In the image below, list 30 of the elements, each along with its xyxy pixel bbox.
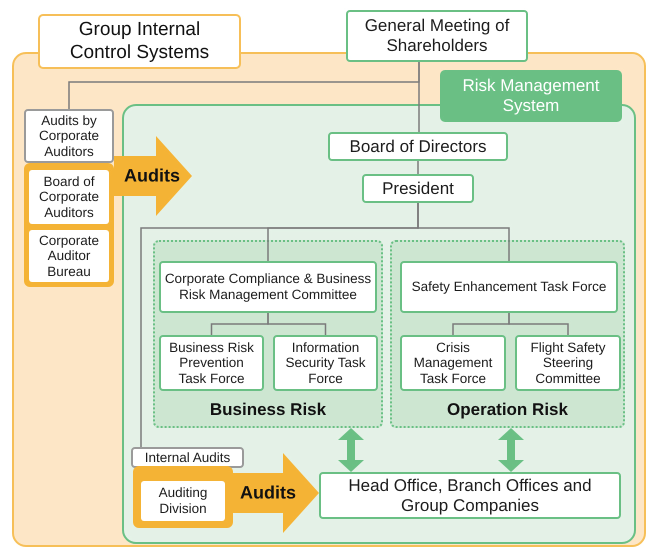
risk-group-panel <box>153 240 383 428</box>
org-box: Internal Audits <box>131 447 244 468</box>
connector-line <box>140 203 419 447</box>
auditor-panel <box>24 163 114 287</box>
org-box: Board of Directors <box>328 132 508 161</box>
org-box: General Meeting of Shareholders <box>346 10 528 62</box>
org-box: Head Office, Branch Offices and Group Companies <box>319 472 621 519</box>
block-arrow <box>338 428 364 472</box>
group-label: Business Risk <box>208 400 328 420</box>
org-box: Audits by Corporate Auditors <box>24 109 114 163</box>
connector-line <box>418 62 420 132</box>
org-box: Flight Safety Steering Committee <box>515 335 621 391</box>
org-box: Board of Corporate Auditors <box>29 170 109 224</box>
org-box: Crisis Management Task Force <box>400 335 506 391</box>
connector-line <box>417 161 419 174</box>
group-label: Operation Risk <box>446 400 569 420</box>
org-box: Information Security Task Force <box>273 335 378 391</box>
risk-group-panel <box>390 240 625 428</box>
org-box: Corporate Auditor Bureau <box>29 230 109 282</box>
org-box: Auditing Division <box>141 481 225 521</box>
org-box: Safety Enhancement Task Force <box>400 261 618 313</box>
org-box: Corporate Compliance & Business Risk Management Committee <box>159 261 377 313</box>
auditor-panel <box>133 466 233 528</box>
connector-line <box>508 313 569 335</box>
header-tab: Risk Management System <box>440 70 622 122</box>
title-tab: Group Internal Control Systems <box>38 14 241 69</box>
connector-line <box>267 313 326 335</box>
org-box: President <box>362 174 474 203</box>
org-box: Business Risk Prevention Task Force <box>159 335 264 391</box>
block-arrow <box>498 428 524 472</box>
